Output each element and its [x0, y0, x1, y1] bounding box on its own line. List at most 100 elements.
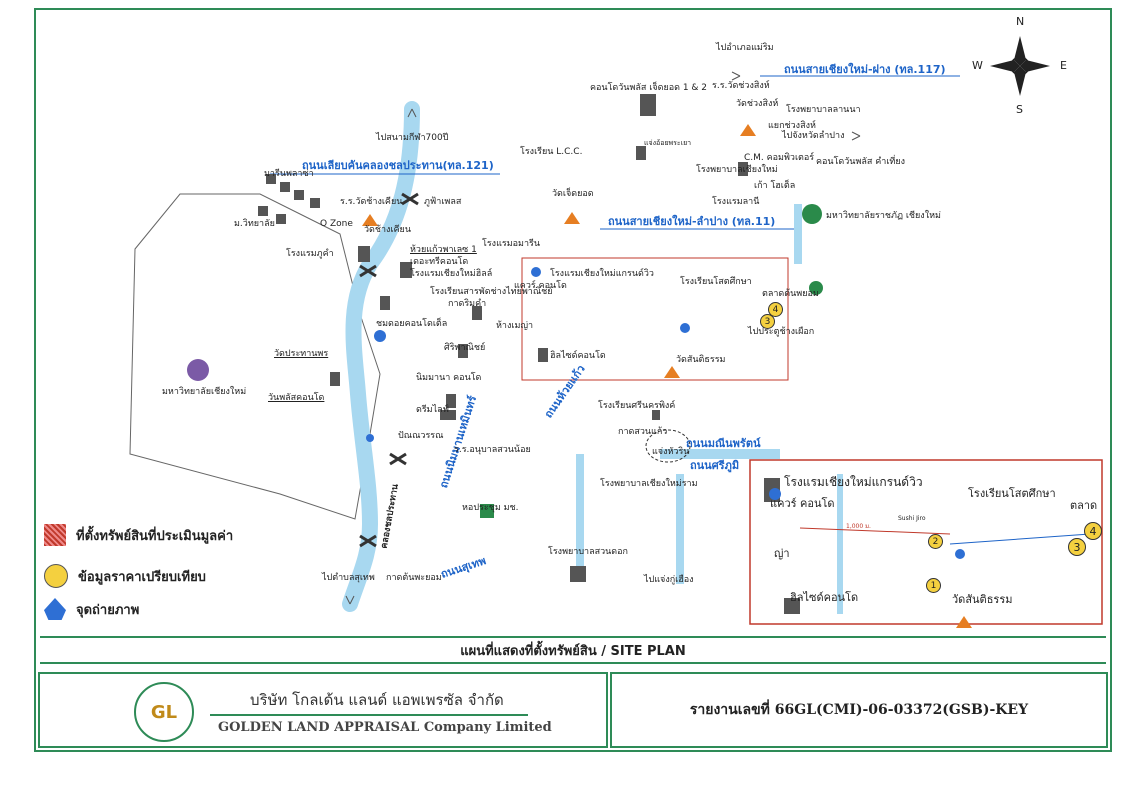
- label-stadium: ไปสนามกีฬา700ปี: [376, 133, 449, 143]
- company-name-th: บริษัท โกลเด้น แลนด์ แอพเพรซัล จำกัด: [250, 691, 504, 709]
- inset-label-square: แควร์ คอนโด: [770, 497, 835, 510]
- compass-e: E: [1060, 59, 1067, 72]
- label-oneplus-kham: คอนโดวันพลัส คำเที่ยง: [816, 157, 906, 167]
- interchange-icons: [359, 192, 419, 548]
- building-blocks: [258, 94, 800, 614]
- label-cmu: มหาวิทยาลัยเชียงใหม่: [162, 387, 247, 397]
- label-lanna-hospital: โรงพยาบาลลานนา: [786, 105, 861, 115]
- label-wat-santitham: วัดสันติธรรม: [676, 355, 726, 365]
- irrigation-canal: [342, 101, 420, 612]
- comparable-swatch-icon: [44, 564, 68, 588]
- label-phufa: ภูฟ้าเพลส: [424, 197, 462, 207]
- subject-swatch-icon: [44, 524, 66, 546]
- label-chang-kian: วัดช้างเคียน: [364, 225, 411, 235]
- label-amarin: โรงแรมอมารีน: [482, 239, 541, 249]
- legend-subject: ที่ตั้งทรัพย์สินที่ประเมินมูลค่า: [44, 524, 233, 546]
- label-square-condo: แควร์ คอนโด: [514, 281, 567, 291]
- company-name-en: GOLDEN LAND APPRAISAL Company Limited: [218, 720, 552, 735]
- label-wat-chang-sing: วัดช่วงสิงห์: [736, 99, 779, 109]
- label-wat-prathanporn: วัดประทานพร: [274, 349, 329, 359]
- legend-comparable-label: ข้อมูลราคาเปรียบเทียบ: [78, 569, 206, 585]
- label-grand-view: โรงแรมเชียงใหม่แกรนด์วิว: [550, 269, 654, 279]
- inset-label-maya: ญ่า: [774, 547, 790, 560]
- label-to-suthep: ไปตำบลสุเทพ: [322, 573, 375, 583]
- legend-subject-label: ที่ตั้งทรัพย์สินที่ประเมินมูลค่า: [76, 528, 234, 544]
- legend-photo-label: จุดถ่ายภาพ: [76, 602, 140, 618]
- label-chang-sing-junction: แยกช่วงสิงห์: [768, 121, 816, 131]
- legend-photo: จุดถ่ายภาพ: [44, 598, 139, 620]
- label-oneplus-jetyod: คอนโดวันพลัส เจ็ดยอด 1 & 2: [590, 83, 708, 93]
- compass-s: S: [1016, 103, 1023, 116]
- camera-pin-icon: [44, 598, 66, 620]
- map-canvas: [129, 36, 1103, 628]
- marker-number: 2: [932, 536, 939, 547]
- comparable-marker-3[interactable]: 3: [760, 314, 775, 329]
- label-wat-jet-yod: วัดเจ็ดยอด: [552, 189, 594, 199]
- inset-road: [949, 533, 1091, 545]
- label-nimmana-condo: นิมมานา คอนโด: [416, 373, 482, 383]
- label-jaeng-ku-rueang: ไปแจ่งกู่เฮือง: [644, 575, 694, 585]
- label-oneplus-condo: วันพลัสคอนโด: [268, 393, 325, 403]
- road-11-label: ถนนสายเชียงใหม่-ลำปาง (ทล.11): [608, 215, 776, 228]
- bank-logo: [809, 281, 823, 295]
- label-sot-suksa: โรงเรียนโสตศึกษา: [680, 277, 752, 287]
- road-117-label: ถนนสายเชียงใหม่-ฝาง (ทล.117): [784, 63, 946, 76]
- company-divider: [210, 714, 528, 716]
- label-lcc: โรงเรียน L.C.C.: [520, 147, 583, 157]
- label-pukam: โรงแรมภูคำ: [286, 249, 334, 259]
- inset-label-santitham: วัดสันติธรรม: [952, 593, 1013, 606]
- inset-marker-4[interactable]: 4: [1084, 522, 1102, 540]
- label-chomdoi: ชมดอยคอนโดเต็ล: [376, 319, 448, 329]
- label-mor-wittaya: ม.วิทยาลัย: [234, 219, 275, 229]
- marker-number: 3: [764, 316, 771, 327]
- direction-arrows: [345, 71, 861, 605]
- label-talat: ตลาดต้นพยอม: [762, 289, 819, 299]
- manee-road-label: ถนนมณีนพรัตน์: [686, 437, 761, 450]
- label-cm-hospital: โรงพยาบาลเชียงใหม่: [696, 165, 778, 175]
- inset-marker-2[interactable]: 2: [928, 534, 943, 549]
- cmu-logo: [187, 359, 209, 381]
- label-kao-hotel: เก้า โฮเต็ล: [754, 181, 796, 191]
- inset-distance: 1,000 ม.: [846, 523, 871, 530]
- label-srinakorn: โรงเรียนศรีนครพิงค์: [598, 401, 676, 411]
- inset-marker-3[interactable]: 3: [1068, 538, 1086, 556]
- label-kad-suan-kaew: กาดสวนแก้ว: [618, 427, 668, 437]
- cmu-boundary: [129, 193, 381, 520]
- site-map[interactable]: ถนนสายเชียงใหม่-ฝาง (ทล.117) ถนนเลียบคัน…: [40, 14, 1104, 634]
- marker-number: 4: [1089, 524, 1097, 538]
- inset-label-sushi: Sushi Jiro: [898, 515, 926, 522]
- label-to-lampang: ไปจังหวัดลำปาง: [782, 131, 845, 141]
- label-huaykaew-palace: ห้วยแก้วพาเลซ 1: [410, 245, 477, 255]
- compass-rose: [990, 36, 1050, 96]
- comparable-marker-4[interactable]: 4: [768, 302, 783, 317]
- label-the-tree: เดอะทรีคอนโด: [410, 257, 469, 267]
- photo-pins: [366, 267, 965, 559]
- label-hillside: ฮิลไซด์คอนโด: [550, 351, 606, 361]
- marker-number: 1: [930, 580, 937, 591]
- label-kad-ton-payom: กาดต้นพะยอม: [386, 573, 442, 583]
- label-o-zone: O Zone: [320, 219, 353, 229]
- inset-label-grand-view: โรงแรมเชียงใหม่แกรนด์วิว: [784, 475, 923, 489]
- area-box: [521, 257, 789, 381]
- inset-panel: [749, 459, 1103, 625]
- label-rajabhat: มหาวิทยาลัยราชภัฏ เชียงใหม่: [826, 211, 941, 221]
- label-maya-mall: ห้างเมญ่า: [496, 321, 534, 331]
- label-maya-plaza: มารีนพลาซ่า: [264, 169, 314, 179]
- report-number: รายงานเลขที่ 66GL(CMI)-06-03372(GSB)-KEY: [610, 672, 1108, 748]
- label-cm-hills: โรงแรมเชียงใหม่ฮิลล์: [410, 269, 493, 279]
- temple-icons: [362, 124, 972, 628]
- label-cm-ram: โรงพยาบาลเชียงใหม่ราม: [600, 479, 698, 489]
- label-jaeng-hua-rin: แจ่งหัวริน: [652, 447, 690, 457]
- site-plan-caption: แผนที่แสดงที่ตั้งทรัพย์สิน / SITE PLAN: [40, 636, 1106, 664]
- company-logo: GL: [134, 682, 194, 742]
- inset-marker-1[interactable]: 1: [926, 578, 941, 593]
- sriphum-road-label: ถนนศรีภูมิ: [690, 459, 740, 472]
- label-suan-noi-school: ร.ร.อนุบาลสวนน้อย: [454, 445, 531, 455]
- label-kad-rim-kham: กาดริมคำ: [448, 299, 487, 309]
- label-pannawan: ปัณณวรรณ: [398, 431, 444, 441]
- label-convention: หอประชุม มช.: [462, 503, 519, 513]
- marker-number: 3: [1073, 540, 1081, 554]
- inset-dist-line: [799, 527, 951, 535]
- label-dream-life: ดรีมไลฟ์: [416, 405, 450, 415]
- road-121-label: ถนนเลียบคันคลองชลประทาน(ทล.121): [302, 159, 494, 172]
